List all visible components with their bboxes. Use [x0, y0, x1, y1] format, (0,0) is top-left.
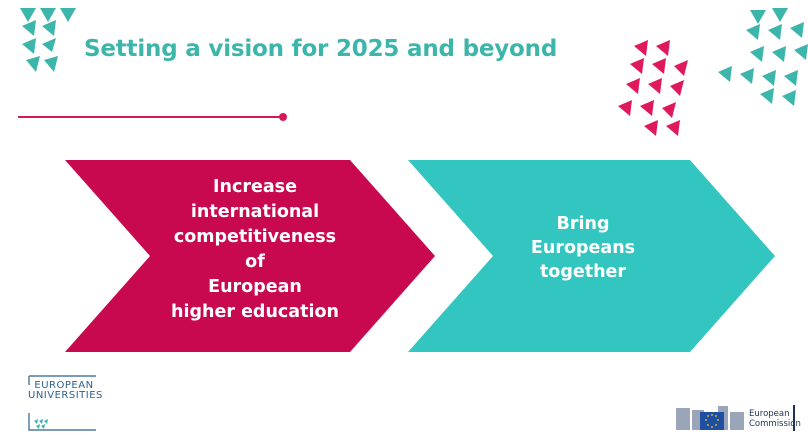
commission-logo-bar: [793, 405, 795, 431]
european-commission-emblem: [676, 406, 744, 430]
chevron-bring-europeans: [408, 160, 775, 352]
triangle-pattern-top-right: [618, 8, 808, 136]
title-divider-line: [18, 116, 284, 118]
logo-line-universities: UNIVERSITIES: [28, 390, 103, 401]
european-universities-logo: EUROPEAN UNIVERSITIES: [28, 375, 103, 431]
european-commission-label: European Commission: [749, 409, 801, 429]
title-divider-dot: [279, 113, 287, 121]
chevron-competitiveness: [65, 160, 435, 352]
chevron-bring-europeans-text: Bring Europeans together: [530, 214, 636, 282]
triangle-pattern-top-left: [20, 8, 76, 72]
logo-line-european: EUROPEAN: [34, 380, 94, 391]
slide-title: Setting a vision for 2025 and beyond: [84, 36, 558, 62]
chevron-competitiveness-text: Increase international competitiveness o…: [171, 177, 339, 322]
